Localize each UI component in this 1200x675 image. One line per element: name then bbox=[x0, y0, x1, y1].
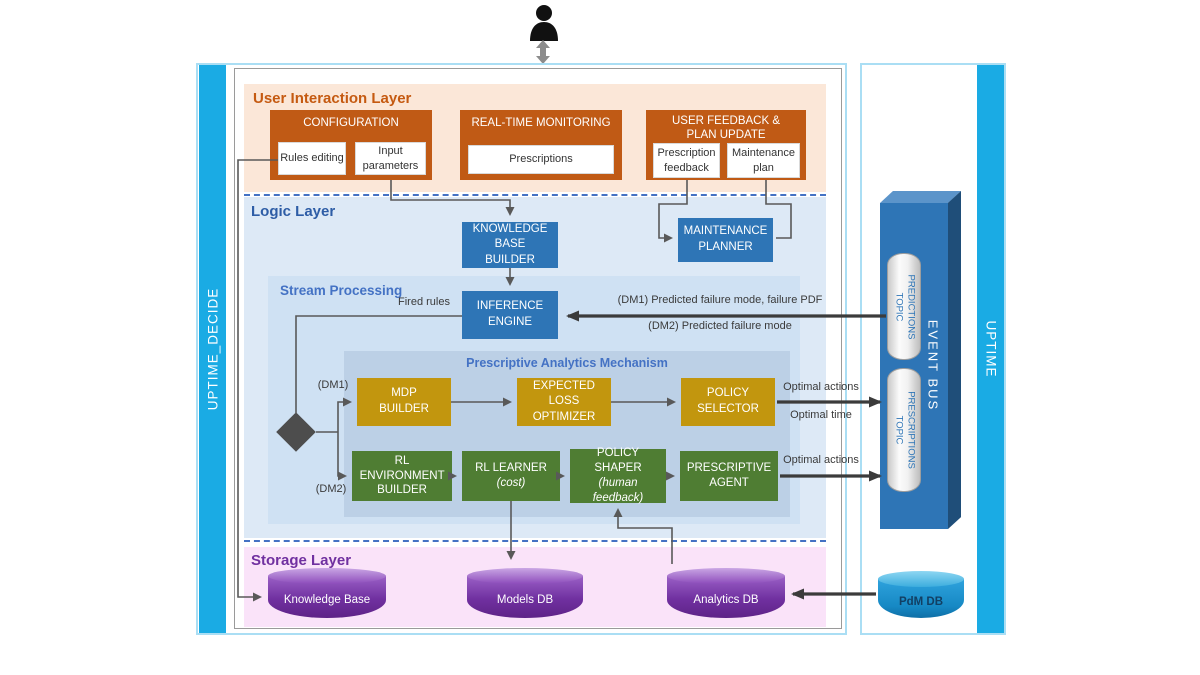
rl-environment-builder-box: RL ENVIRONMENT BUILDER bbox=[352, 451, 452, 501]
policy-shaper-label: POLICY SHAPER bbox=[594, 447, 642, 475]
fired-rules-label: Fired rules bbox=[398, 296, 450, 308]
analytics-db-label: Analytics DB bbox=[693, 594, 759, 606]
prescriptions-box: Prescriptions bbox=[468, 145, 614, 174]
optimal-actions-bottom-label: Optimal actions bbox=[783, 454, 859, 466]
models-db-label: Models DB bbox=[496, 594, 554, 606]
prescriptive-agent-box: PRESCRIPTIVE AGENT bbox=[680, 451, 778, 501]
stream-processing-title: Stream Processing bbox=[280, 283, 403, 298]
mdp-builder-box: MDP BUILDER bbox=[357, 378, 451, 426]
prescriptive-analytics-title: Prescriptive Analytics Mechanism bbox=[466, 356, 668, 370]
predictions-topic-cylinder: PREDICTIONS TOPIC bbox=[887, 253, 921, 360]
uptime-decide-sidebar: UPTIME_DECIDE bbox=[199, 65, 226, 633]
input-parameters-box: Input parameters bbox=[355, 142, 426, 175]
uptime-sidebar: UPTIME bbox=[977, 65, 1004, 633]
dm1-full-label: (DM1) Predicted failure mode, failure PD… bbox=[617, 294, 823, 306]
predictions-topic-label: PREDICTIONS TOPIC bbox=[893, 274, 917, 339]
event-bus-title: EVENT BUS bbox=[925, 319, 941, 412]
maintenance-planner-box: MAINTENANCE PLANNER bbox=[678, 218, 773, 262]
optimal-actions-top-label: Optimal actions bbox=[783, 381, 859, 393]
logic-layer-title: Logic Layer bbox=[251, 203, 336, 220]
knowledge-base-label: Knowledge Base bbox=[283, 594, 371, 606]
uptime-decide-label: UPTIME_DECIDE bbox=[205, 287, 220, 411]
policy-shaper-box: POLICY SHAPER (human feedback) bbox=[570, 447, 666, 504]
user-interaction-layer-title: User Interaction Layer bbox=[253, 90, 412, 107]
uptime-label: UPTIME bbox=[983, 320, 998, 378]
real-time-monitoring-title: REAL-TIME MONITORING bbox=[471, 117, 611, 129]
double-arrow-icon bbox=[536, 40, 550, 64]
rl-learner-label: RL LEARNER bbox=[475, 462, 547, 475]
policy-selector-box: POLICY SELECTOR bbox=[681, 378, 775, 426]
maintenance-plan-box: Maintenance plan bbox=[727, 143, 800, 178]
layer-divider-top bbox=[244, 194, 826, 196]
policy-shaper-note: (human feedback) bbox=[592, 477, 644, 504]
analytics-db: Analytics DB bbox=[667, 568, 785, 618]
pdm-db: PdM DB bbox=[878, 571, 964, 618]
rl-environment-builder-label: RL ENVIRONMENT BUILDER bbox=[359, 454, 445, 497]
prescriptions-topic-label: PRESCRIPTIONS TOPIC bbox=[893, 391, 917, 469]
person-icon bbox=[530, 5, 558, 41]
user-feedback-title: USER FEEDBACK & PLAN UPDATE bbox=[672, 115, 780, 142]
storage-layer-title: Storage Layer bbox=[251, 552, 352, 569]
dm1-label: (DM1) bbox=[317, 379, 349, 391]
knowledge-base-db: Knowledge Base bbox=[268, 568, 386, 618]
prescription-feedback-box: Prescription feedback bbox=[653, 143, 720, 178]
dm2-label: (DM2) bbox=[315, 483, 347, 495]
event-bus-cube-side bbox=[948, 191, 961, 529]
prescriptions-topic-cylinder: PRESCRIPTIONS TOPIC bbox=[887, 368, 921, 492]
dm2-full-label: (DM2) Predicted failure mode bbox=[648, 320, 792, 332]
rules-editing-box: Rules editing bbox=[278, 142, 346, 175]
expected-loss-optimizer-box: EXPECTED LOSS OPTIMIZER bbox=[517, 378, 611, 426]
optimal-time-label: Optimal time bbox=[790, 409, 852, 421]
configuration-title: CONFIGURATION bbox=[303, 117, 399, 129]
layer-divider-bottom bbox=[244, 540, 826, 542]
event-bus-cube-top bbox=[880, 191, 961, 203]
pdm-db-label: PdM DB bbox=[898, 595, 944, 608]
inference-engine-box: INFERENCE ENGINE bbox=[462, 291, 558, 339]
rl-learner-note: (cost) bbox=[496, 477, 526, 489]
knowledge-base-builder-box: KNOWLEDGE BASE BUILDER bbox=[462, 222, 558, 268]
models-db: Models DB bbox=[467, 568, 583, 618]
rl-learner-box: RL LEARNER (cost) bbox=[462, 451, 560, 501]
